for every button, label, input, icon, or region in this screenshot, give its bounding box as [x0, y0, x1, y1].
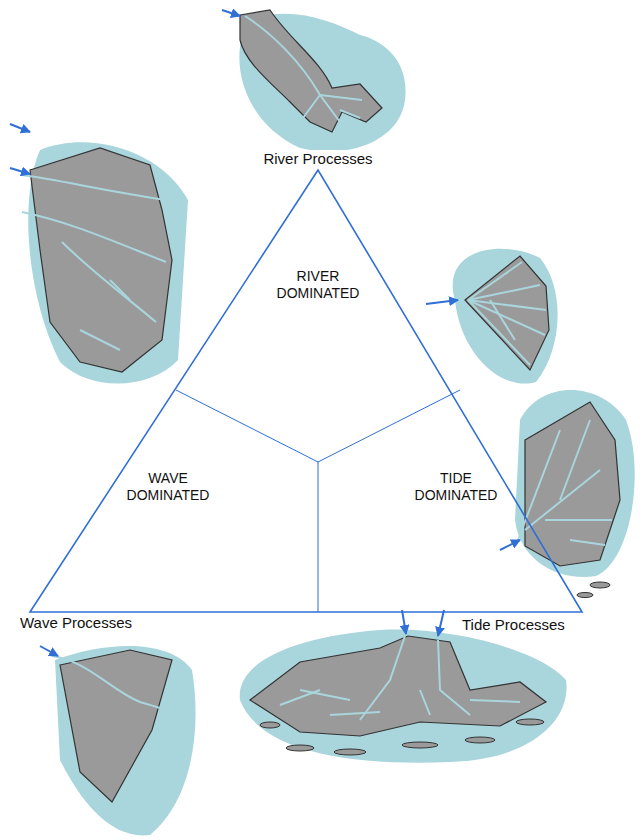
tidal-islands	[260, 582, 610, 755]
river-arrows	[10, 10, 520, 656]
corner-label: Tide Processes	[460, 616, 567, 634]
corner-label: River Processes	[236, 150, 400, 168]
region-label: RIVER DOMINATED	[263, 268, 373, 302]
ternary-triangle	[30, 170, 582, 612]
water	[28, 14, 634, 836]
corner-label: Wave Processes	[18, 614, 134, 632]
land	[30, 10, 620, 802]
region-label: WAVE DOMINATED	[113, 470, 223, 504]
region-label: TIDE DOMINATED	[401, 470, 511, 504]
